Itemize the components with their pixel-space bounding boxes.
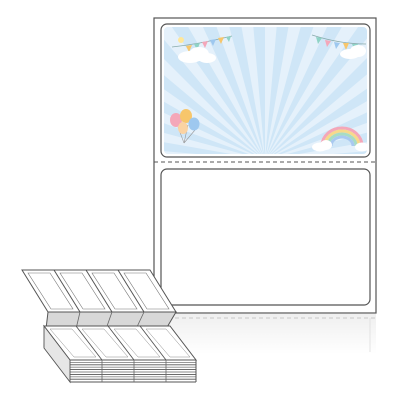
fanfold-stack bbox=[21, 269, 198, 384]
sunburst-ray bbox=[265, 27, 333, 154]
sunburst-ray bbox=[265, 30, 367, 154]
rainbow-icon bbox=[312, 126, 367, 152]
blank-label-border bbox=[160, 168, 371, 306]
sunburst-ray bbox=[265, 27, 367, 154]
sunburst-ray bbox=[164, 27, 265, 154]
strip-reflection bbox=[154, 314, 376, 354]
sunburst-ray bbox=[164, 27, 265, 154]
sunburst-ray bbox=[164, 27, 265, 154]
sunburst-ray bbox=[164, 50, 265, 154]
sunburst-ray bbox=[265, 27, 288, 154]
fanfold-stack-top bbox=[42, 325, 198, 361]
sunburst-ray bbox=[176, 27, 265, 154]
fanfold-stack-layers bbox=[43, 324, 197, 384]
cloud-icon bbox=[178, 45, 366, 63]
printed-label-art bbox=[164, 27, 367, 154]
sunburst-ray bbox=[219, 27, 265, 154]
star-icon bbox=[178, 37, 184, 43]
sunburst-rays bbox=[164, 27, 367, 154]
fanfold-top-sheet bbox=[21, 269, 177, 313]
sunburst-ray bbox=[265, 27, 367, 154]
bunting-left-icon bbox=[171, 35, 233, 52]
label-strip bbox=[153, 17, 377, 354]
balloons-icon bbox=[170, 109, 200, 144]
sunburst-ray bbox=[164, 92, 265, 154]
sunburst-ray bbox=[265, 27, 367, 154]
